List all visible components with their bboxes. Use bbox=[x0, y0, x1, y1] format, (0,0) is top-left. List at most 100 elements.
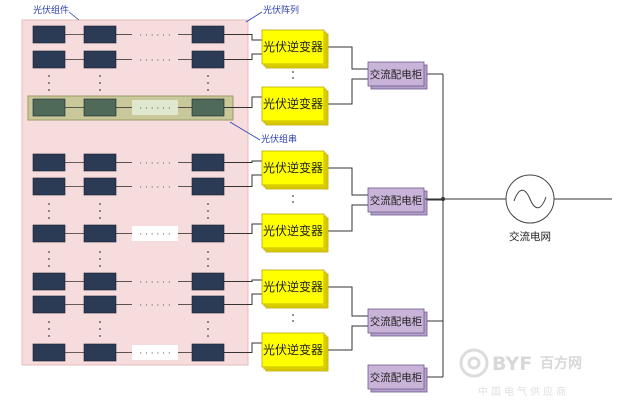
string-to-inverter-wire bbox=[224, 342, 262, 353]
pv-inverter-label: 光伏逆变器 bbox=[263, 39, 323, 54]
inverter-to-cabinet-wire bbox=[328, 286, 368, 317]
vertical-ellipsis-dot bbox=[292, 77, 294, 79]
inverter-to-cabinet-wire bbox=[328, 46, 368, 70]
vertical-ellipsis-dot bbox=[48, 328, 50, 330]
ac-cabinet-label: 交流配电柜 bbox=[370, 315, 423, 328]
pv-module bbox=[83, 295, 117, 314]
pv-string-ellipsis: · · · · · · bbox=[139, 104, 170, 114]
vertical-ellipsis-dot bbox=[99, 258, 101, 260]
pv-modules-group: · · · · · · · · · · · · · · · · · · · · · ·… bbox=[32, 25, 294, 362]
vertical-ellipsis-dot bbox=[207, 265, 209, 267]
pv-module bbox=[32, 272, 66, 291]
vertical-ellipsis-dot bbox=[99, 210, 101, 212]
pv-module bbox=[83, 98, 117, 117]
string-to-inverter-wire bbox=[224, 174, 262, 187]
ac-cabinet-label: 交流配电柜 bbox=[370, 371, 423, 384]
pv-string-ellipsis: · · · · · · bbox=[139, 56, 170, 66]
pv-string-ellipsis: · · · · · · bbox=[139, 230, 170, 240]
ac-cabinet-label: 交流配电柜 bbox=[370, 68, 423, 81]
vertical-ellipsis-dot bbox=[99, 321, 101, 323]
string-to-inverter-wire bbox=[224, 53, 262, 60]
pv-module bbox=[32, 343, 66, 362]
pv-string-ellipsis: · · · · · · bbox=[139, 301, 170, 311]
callout-pv-string: 光伏组串 bbox=[261, 133, 297, 145]
pv-module bbox=[83, 343, 117, 362]
vertical-ellipsis-dot bbox=[292, 314, 294, 316]
inverter-to-cabinet-wire bbox=[328, 167, 368, 196]
vertical-ellipsis-dot bbox=[292, 320, 294, 322]
vertical-ellipsis-dot bbox=[207, 251, 209, 253]
pv-inverter-label: 光伏逆变器 bbox=[263, 279, 323, 294]
vertical-ellipsis-dot bbox=[99, 265, 101, 267]
vertical-ellipsis-dot bbox=[99, 82, 101, 84]
pv-inverter bbox=[261, 86, 325, 122]
pv-inverter-label: 光伏逆变器 bbox=[263, 160, 323, 175]
pv-module bbox=[191, 177, 225, 196]
vertical-ellipsis-dot bbox=[207, 210, 209, 212]
pv-string-gap bbox=[132, 226, 178, 241]
pv-module bbox=[83, 153, 117, 172]
pv-module bbox=[191, 25, 225, 44]
watermark-slogan: 中国电气供应商 bbox=[478, 385, 569, 398]
pv-inverter bbox=[261, 213, 325, 249]
pv-string-ellipsis: · · · · · · bbox=[139, 159, 170, 169]
vertical-ellipsis-dot bbox=[48, 203, 50, 205]
ac-distribution-cabinet bbox=[367, 187, 425, 213]
pv-string-ellipsis: · · · · · · bbox=[139, 31, 170, 41]
ac-grid-icon bbox=[505, 174, 555, 224]
string-to-inverter-wire bbox=[224, 279, 262, 282]
string-to-inverter-wire bbox=[224, 293, 262, 305]
vertical-ellipsis-dot bbox=[48, 335, 50, 337]
pv-module bbox=[191, 98, 225, 117]
pv-string-ellipsis: · · · · · · bbox=[139, 349, 170, 359]
pv-module bbox=[191, 343, 225, 362]
callout-pv-array: 光伏阵列 bbox=[263, 4, 299, 16]
vertical-ellipsis-dot bbox=[207, 89, 209, 91]
vertical-ellipsis-dot bbox=[292, 195, 294, 197]
string-to-inverter-wire bbox=[224, 223, 262, 234]
vertical-ellipsis-dot bbox=[48, 321, 50, 323]
pv-inverter-label: 光伏逆变器 bbox=[263, 342, 323, 357]
vertical-ellipsis-dot bbox=[207, 82, 209, 84]
pv-module bbox=[32, 50, 66, 69]
string-to-inverter-wire bbox=[224, 34, 262, 41]
ac-grid-label: 交流电网 bbox=[509, 230, 551, 243]
vertical-ellipsis-dot bbox=[48, 75, 50, 77]
watermark-logo-icon bbox=[459, 348, 489, 378]
callout-pv-module: 光伏组件 bbox=[33, 4, 69, 16]
vertical-ellipsis-dot bbox=[207, 217, 209, 219]
vertical-ellipsis-dot bbox=[48, 251, 50, 253]
pv-inverter bbox=[261, 332, 325, 368]
pv-inverter bbox=[261, 150, 325, 186]
callout-pv-array-leader bbox=[245, 11, 263, 23]
watermark: BYF 百方网 中国电气供应商 bbox=[459, 348, 582, 398]
watermark-brand: BYF bbox=[492, 353, 532, 375]
pv-module bbox=[83, 177, 117, 196]
pv-module bbox=[32, 25, 66, 44]
ac-distribution-cabinet bbox=[367, 308, 425, 334]
inverter-to-cabinet-wire bbox=[328, 204, 368, 232]
vertical-ellipsis-dot bbox=[99, 75, 101, 77]
pv-inverter bbox=[261, 269, 325, 305]
vertical-ellipsis-dot bbox=[207, 321, 209, 323]
pv-module bbox=[32, 295, 66, 314]
vertical-ellipsis-dot bbox=[99, 89, 101, 91]
pv-inverter-label: 光伏逆变器 bbox=[263, 96, 323, 111]
ac-cabinet-label: 交流配电柜 bbox=[370, 194, 423, 207]
inverter-to-cabinet-wire bbox=[328, 78, 368, 105]
vertical-ellipsis-dot bbox=[207, 258, 209, 260]
pv-module bbox=[191, 50, 225, 69]
pv-module bbox=[191, 153, 225, 172]
pv-inverter-label: 光伏逆变器 bbox=[263, 223, 323, 238]
pv-module bbox=[32, 98, 66, 117]
pv-string-ellipsis: · · · · · · bbox=[139, 183, 170, 193]
callout-pv-string-leader bbox=[229, 121, 261, 141]
vertical-ellipsis-dot bbox=[207, 75, 209, 77]
vertical-ellipsis-dot bbox=[48, 82, 50, 84]
pv-string-gap bbox=[132, 345, 178, 360]
pv-module bbox=[32, 153, 66, 172]
